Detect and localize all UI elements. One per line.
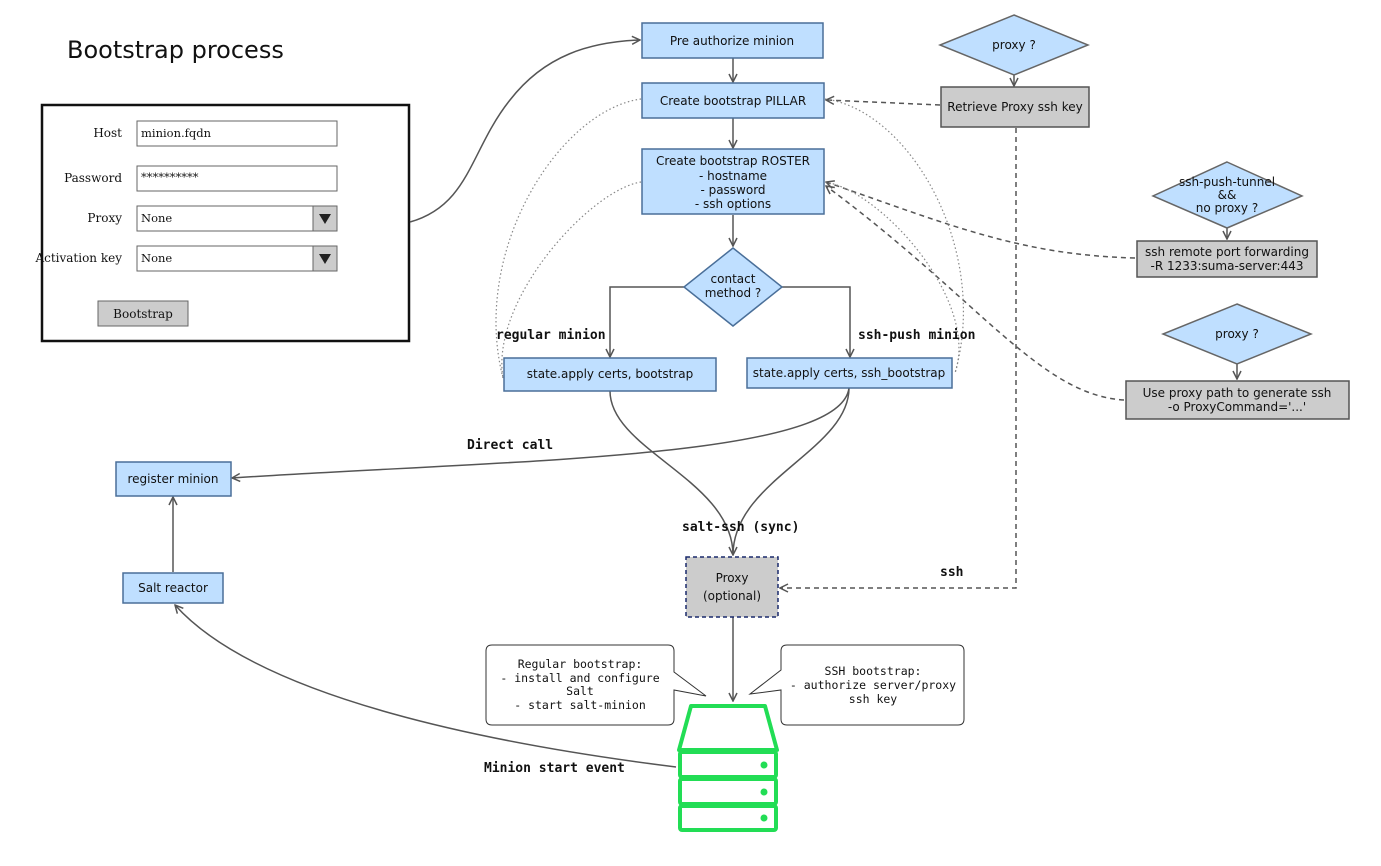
create-roster-line: - hostname: [699, 169, 767, 183]
regular-minion-label: regular minion: [496, 328, 606, 343]
salt-reactor-box: [122, 572, 224, 604]
chevron-down-icon: [319, 254, 331, 264]
create-pillar-box: [641, 82, 825, 119]
server-icon: [677, 704, 779, 832]
ssh-bootstrap-line: SSH bootstrap:: [825, 664, 922, 678]
edge-contact-to-regular: [610, 286, 684, 357]
loop-right-pillar: [824, 98, 964, 374]
loop-right-roster: [824, 181, 960, 374]
regular-bootstrap-callout: [485, 644, 707, 726]
regular-bootstrap-line: - start salt-minion: [514, 698, 646, 712]
edge-useproxy-to-roster: [826, 186, 1125, 401]
edge-direct-call: [232, 387, 850, 478]
edge-contact-to-ssh: [782, 286, 850, 357]
create-roster-line: - password: [700, 183, 765, 197]
loop-left-pillar: [495, 98, 642, 379]
pre-authorize-box: [641, 22, 824, 59]
edge-retrieve-to-proxy: [780, 128, 1017, 588]
ssh-bootstrap-callout: [748, 644, 965, 726]
state-regular-label: state.apply certs, bootstrap: [527, 367, 693, 381]
ssh-bootstrap-line: ssh key: [849, 692, 898, 706]
password-label: Password: [64, 171, 122, 185]
proxy-question-2-diamond: [1161, 303, 1313, 365]
create-pillar-label: Create bootstrap PILLAR: [660, 94, 806, 108]
proxy-question-2-label: proxy ?: [1215, 327, 1259, 341]
proxy-optional-box: [685, 556, 779, 618]
bootstrap-form: Host minion.fqdn Password ********** Pro…: [34, 103, 411, 343]
register-minion-box: [115, 461, 232, 497]
contact-method-line: method ?: [705, 286, 762, 300]
tunnel-question-line: &&: [1218, 188, 1237, 202]
proxy-label: Proxy: [87, 211, 122, 225]
bootstrap-button[interactable]: [97, 300, 189, 327]
retrieve-key-label: Retrieve Proxy ssh key: [947, 100, 1082, 114]
bootstrap-button-label: Bootstrap: [113, 307, 173, 321]
edge-retrieve-to-pillar: [826, 100, 941, 106]
proxy-select-value: None: [141, 211, 172, 225]
tunnel-question-line: ssh-push-tunnel: [1179, 175, 1275, 189]
use-proxy-path-line: Use proxy path to generate ssh: [1143, 386, 1332, 400]
contact-method-line: contact: [711, 272, 756, 286]
password-field-value: **********: [141, 170, 199, 184]
flow-nodes: Pre authorize minion Create bootstrap PI…: [115, 14, 1350, 618]
tunnel-question-diamond: [1151, 161, 1304, 229]
state-ssh-label: state.apply certs, ssh_bootstrap: [753, 366, 946, 380]
callouts: Regular bootstrap: - install and configu…: [485, 644, 965, 726]
dashed-edges: [780, 100, 1136, 588]
page-title: Bootstrap process: [67, 36, 284, 64]
proxy-optional-line: (optional): [703, 589, 761, 603]
create-roster-line: - ssh options: [695, 197, 771, 211]
activation-key-select[interactable]: [136, 245, 338, 272]
chevron-down-icon: [319, 214, 331, 224]
tunnel-question-line: no proxy ?: [1196, 201, 1258, 215]
salt-ssh-sync-label: salt-ssh (sync): [682, 520, 799, 535]
salt-reactor-label: Salt reactor: [138, 581, 208, 595]
loop-left-roster: [501, 181, 642, 379]
retrieve-key-box: [940, 86, 1090, 128]
ssh-label: ssh: [940, 565, 963, 580]
host-field-value: minion.fqdn: [141, 126, 212, 140]
state-ssh-box: [746, 357, 953, 389]
state-regular-box: [503, 357, 717, 392]
register-minion-label: register minion: [127, 472, 218, 486]
port-forwarding-line: -R 1233:suma-server:443: [1150, 259, 1303, 273]
direct-call-label: Direct call: [467, 438, 553, 453]
proxy-question-label: proxy ?: [992, 38, 1036, 52]
edge-ssh-to-proxy: [732, 387, 850, 556]
edge-labels: regular minion ssh-push minion Direct ca…: [467, 328, 975, 776]
create-roster-box: [641, 148, 825, 215]
regular-bootstrap-line: - install and configure: [500, 671, 659, 685]
port-forwarding-box: [1136, 240, 1318, 278]
edge-portfw-to-roster: [826, 182, 1136, 259]
proxy-optional-line: Proxy: [716, 571, 749, 585]
activation-key-label: Activation key: [34, 251, 122, 265]
edge-server-to-reactor: [175, 605, 677, 768]
edge-regular-to-proxy: [609, 390, 733, 555]
edge-form-to-preauthorize: [409, 40, 640, 223]
edges: [173, 40, 1237, 768]
use-proxy-path-line: -o ProxyCommand='...': [1168, 400, 1306, 414]
dotted-loops: [495, 98, 964, 379]
host-field[interactable]: [136, 120, 338, 147]
ssh-bootstrap-line: - authorize server/proxy: [790, 678, 956, 692]
regular-bootstrap-line: Regular bootstrap:: [518, 657, 643, 671]
activation-key-select-value: None: [141, 251, 172, 265]
contact-method-diamond: [682, 247, 784, 327]
ssh-push-minion-label: ssh-push minion: [858, 328, 975, 343]
host-label: Host: [93, 126, 122, 140]
create-roster-line: Create bootstrap ROSTER: [656, 154, 810, 168]
minion-start-event-label: Minion start event: [484, 761, 625, 776]
password-field[interactable]: [136, 165, 338, 192]
use-proxy-path-box: [1125, 380, 1350, 420]
proxy-question-diamond: [938, 14, 1090, 76]
port-forwarding-line: ssh remote port forwarding: [1145, 245, 1309, 259]
pre-authorize-label: Pre authorize minion: [670, 34, 794, 48]
regular-bootstrap-line: Salt: [566, 684, 594, 698]
